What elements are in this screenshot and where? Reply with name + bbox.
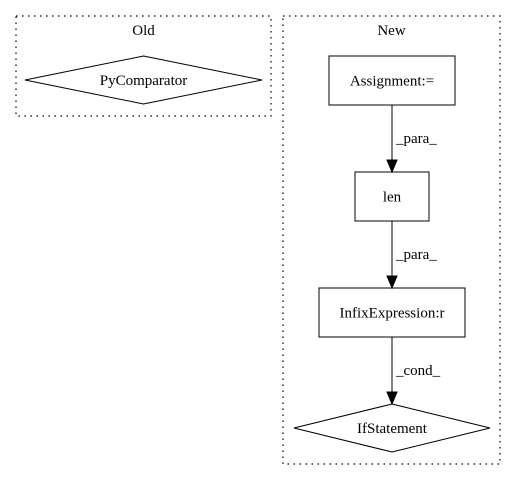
edge-infix-to-if-arrowhead [386,391,398,406]
edge-assignment-to-len: _para_ [386,105,437,174]
edge-infix-to-if-label: _cond_ [395,363,441,379]
node-len-shape [354,171,430,222]
node-len[interactable]: len [354,171,430,222]
node-if-statement-shape [293,403,491,453]
node-infix-expression-shape [318,287,466,338]
node-assignment[interactable]: Assignment:= [328,55,456,106]
node-infix-expression[interactable]: InfixExpression:r [318,287,466,338]
node-py-comparator-label: PyComparator [100,73,188,89]
edge-len-to-infix-arrowhead [386,275,398,290]
node-len-label: len [383,190,402,206]
cluster-old-border [15,15,272,117]
edge-assignment-to-len-arrowhead [386,159,398,174]
cluster-new-border [282,15,501,465]
node-infix-expression-label: InfixExpression:r [340,306,445,322]
cluster-old-title: Old [132,23,155,39]
cluster-new: New [282,15,501,465]
edge-infix-to-if: _cond_ [386,337,441,406]
node-py-comparator-shape [24,55,263,105]
edge-len-to-infix-label: _para_ [395,247,437,263]
cluster-new-title: New [377,23,405,39]
edge-len-to-infix: _para_ [386,221,437,290]
node-py-comparator[interactable]: PyComparator [24,55,263,105]
node-if-statement[interactable]: IfStatement [293,403,491,453]
node-assignment-label: Assignment:= [350,74,434,90]
cluster-old: Old [15,15,272,117]
edge-assignment-to-len-label: _para_ [395,131,437,147]
node-if-statement-label: IfStatement [357,421,428,437]
